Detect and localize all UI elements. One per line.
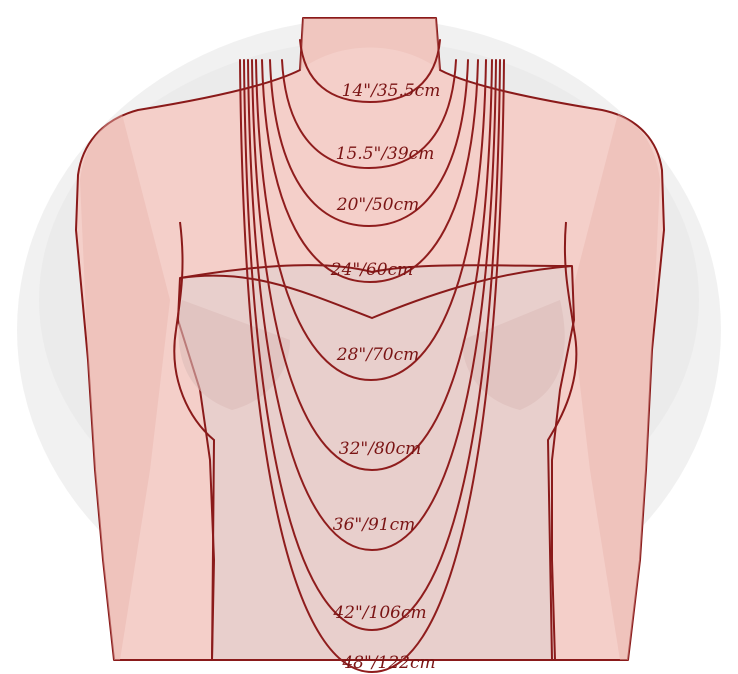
necklace-label-42in: 42"/106cm (332, 603, 426, 623)
necklace-label-28in: 28"/70cm (336, 345, 419, 365)
necklace-label-20in: 20"/50cm (336, 195, 419, 215)
necklace-label-24in: 24"/60cm (330, 260, 413, 280)
necklace-label-48in: 48"/122cm (341, 653, 435, 673)
necklace-label-36in: 36"/91cm (333, 515, 415, 535)
necklace-label-14in: 14"/35.5cm (342, 81, 441, 101)
necklace-label-15-5in: 15.5"/39cm (336, 144, 435, 164)
necklace-label-32in: 32"/80cm (339, 439, 421, 459)
